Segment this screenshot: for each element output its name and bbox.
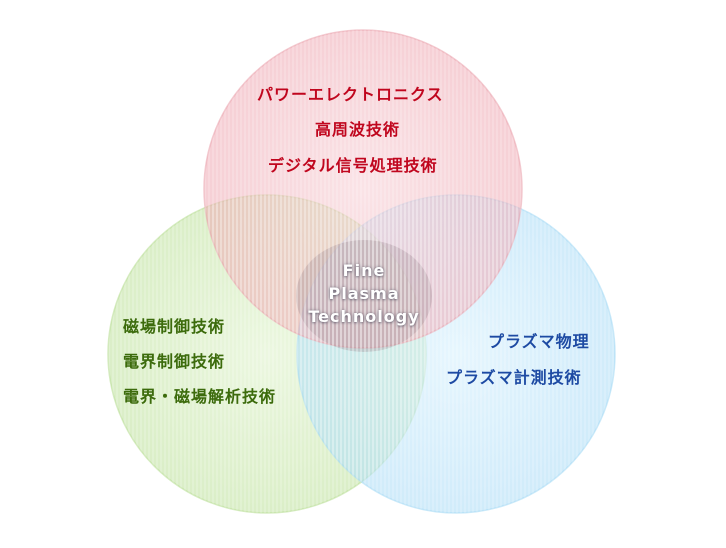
blue-item-plasma-physics: プラズマ物理 [488, 332, 590, 351]
red-circle-texture [204, 30, 522, 348]
green-item-electric-control: 電界制御技術 [123, 352, 226, 371]
center-line-technology: Technology [308, 307, 420, 326]
green-item-field-analysis: 電界・磁場解析技術 [123, 387, 277, 406]
center-line-plasma: Plasma [328, 284, 400, 303]
center-line-fine: Fine [342, 261, 386, 280]
blue-item-plasma-measurement: プラズマ計測技術 [446, 368, 582, 387]
red-item-digital-signal: デジタル信号処理技術 [268, 156, 438, 175]
green-item-magnetic-control: 磁場制御技術 [123, 317, 226, 336]
center-title: Fine Plasma Technology [296, 259, 432, 328]
red-item-power-electronics: パワーエレクトロニクス [257, 85, 444, 104]
red-item-high-frequency: 高周波技術 [315, 120, 401, 139]
